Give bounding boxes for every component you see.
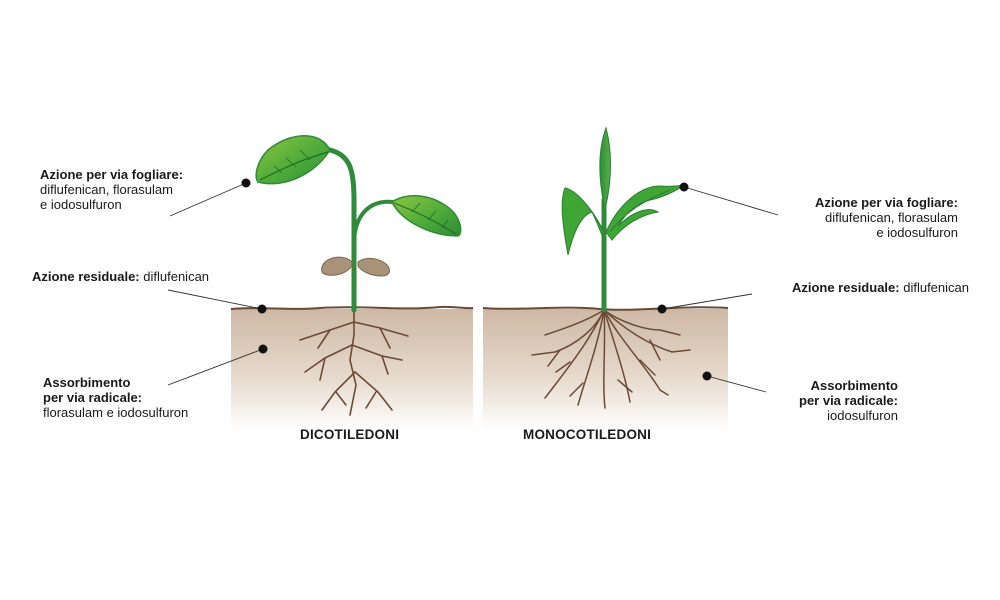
monocot-root-title2: per via radicale: <box>799 393 898 408</box>
dicot-root-dot <box>258 344 268 354</box>
monocot-roots <box>531 309 691 409</box>
monocot-residual-label: Azione residuale: diflufenican <box>792 280 969 295</box>
monocot-foliar-dot <box>679 182 689 192</box>
monocot-plant <box>561 126 685 313</box>
dicot-residual-text: diflufenican <box>143 269 210 284</box>
monocot-residual-title: Azione residuale: <box>791 280 900 295</box>
dicot-caption: DICOTILEDONI <box>300 427 400 442</box>
dicot-root-text: florasulam e iodosulfuron <box>43 405 189 420</box>
dicot-residual-dot <box>257 304 267 314</box>
dicot-foliar-line2: e iodosulfuron <box>40 197 122 212</box>
monocot-foliar-line2: e iodosulfuron <box>876 225 958 240</box>
monocot-foliar-title: Azione per via fogliare: <box>814 195 958 210</box>
leader-lines <box>167 182 779 393</box>
monocot-root-dot <box>702 371 712 381</box>
dicot-plant <box>255 135 462 313</box>
monocot-residual-text: diflufenican <box>903 280 969 295</box>
monocot-foliar-label: Azione per via fogliare: diflufenican, f… <box>815 195 958 240</box>
dicot-residual-title: Azione residuale: <box>32 269 140 284</box>
dicot-foliar-title: Azione per via fogliare: <box>40 167 184 182</box>
dicot-foliar-dot <box>241 178 251 188</box>
monocot-residual-dot <box>657 304 667 314</box>
dicot-residual-label: Azione residuale: diflufenican <box>32 269 209 284</box>
dicot-roots <box>299 309 409 416</box>
dicot-root-label: Assorbimento per via radicale: florasula… <box>43 375 188 420</box>
monocot-root-title1: Assorbimento <box>810 378 898 393</box>
soil-block-monocot <box>482 306 729 431</box>
dicot-foliar-line1: diflufenican, florasulam <box>40 182 173 197</box>
dicot-root-title1: Assorbimento <box>43 375 131 390</box>
marker-dots <box>241 178 712 381</box>
monocot-root-text: iodosulfuron <box>827 408 898 423</box>
dicot-foliar-label: Azione per via fogliare: diflufenican, f… <box>40 167 183 212</box>
monocot-caption: MONOCOTILEDONI <box>523 427 652 442</box>
monocot-root-label: Assorbimento per via radicale: iodosulfu… <box>799 378 898 423</box>
monocot-foliar-line1: diflufenican, florasulam <box>825 210 958 225</box>
dicot-root-title2: per via radicale: <box>43 390 142 405</box>
